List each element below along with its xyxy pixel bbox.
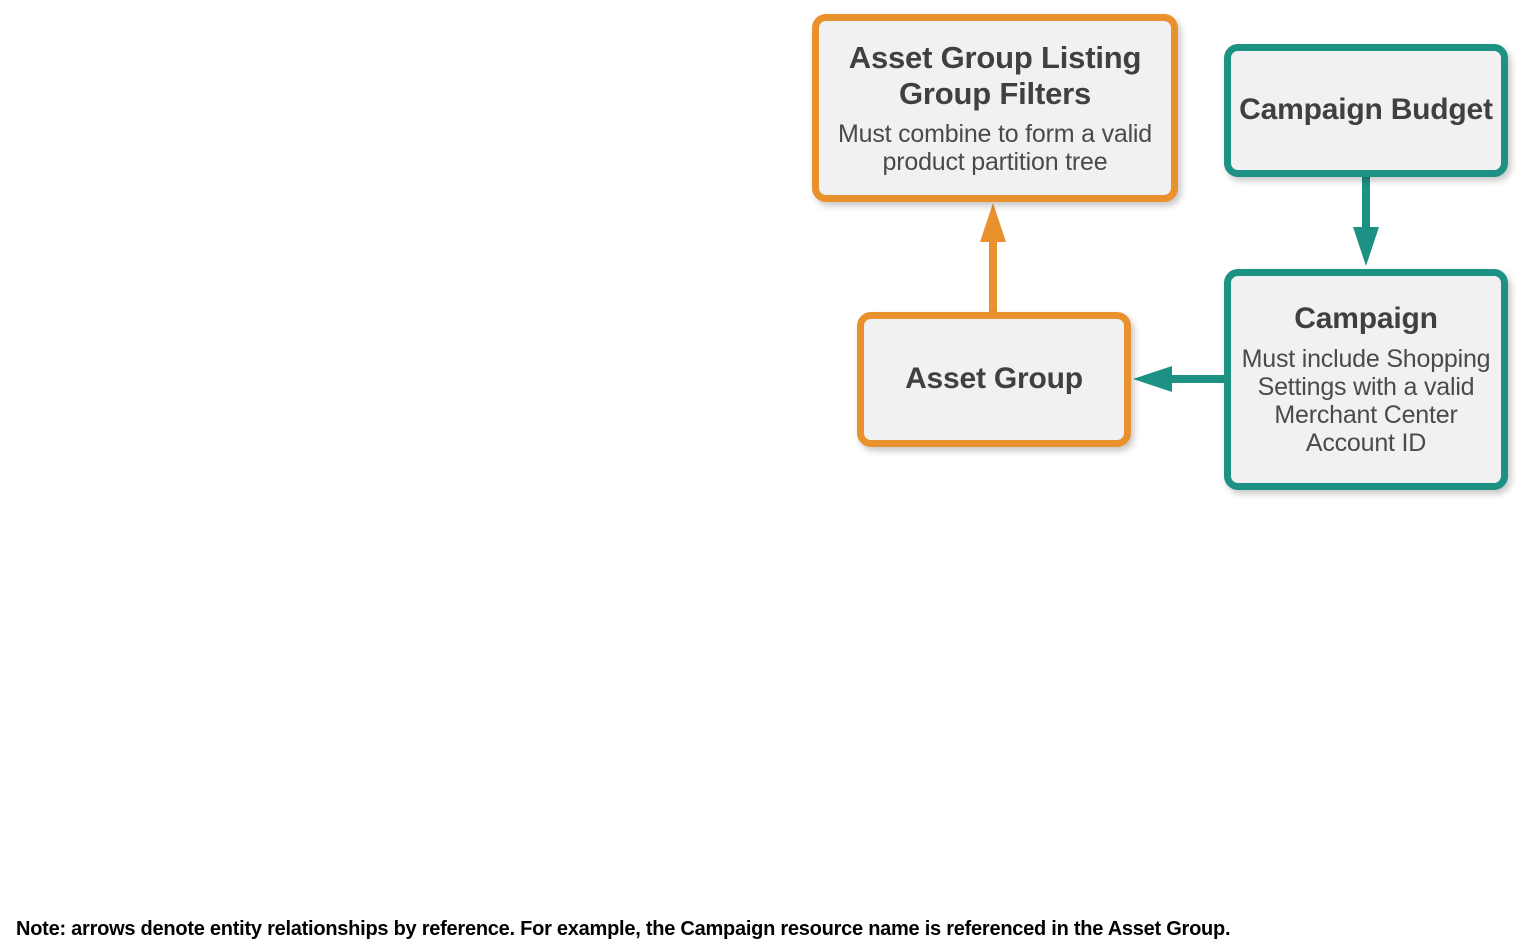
- node-campaign[interactable]: Campaign Must include Shopping Settings …: [1224, 269, 1508, 490]
- arrowhead-left-teal: [1133, 366, 1172, 392]
- edge-campaign-to-asset-group: [1133, 366, 1224, 392]
- node-title-asset-group-listing-group-filters: Asset Group Listing Group Filters: [848, 40, 1142, 111]
- node-title-asset-group: Asset Group: [905, 362, 1083, 396]
- diagram-footnote: Note: arrows denote entity relationships…: [16, 918, 1231, 940]
- node-subtitle-campaign: Must include Shopping Settings with a va…: [1241, 344, 1491, 457]
- node-title-campaign-budget: Campaign Budget: [1239, 93, 1493, 127]
- node-title-campaign: Campaign: [1294, 302, 1438, 336]
- edge-asset-group-to-listing-group-filters: [980, 203, 1006, 312]
- node-asset-group-listing-group-filters[interactable]: Asset Group Listing Group Filters Must c…: [812, 14, 1178, 202]
- node-asset-group[interactable]: Asset Group: [857, 312, 1131, 447]
- edge-campaign-budget-to-campaign: [1353, 177, 1379, 266]
- arrowhead-down-teal: [1353, 227, 1379, 266]
- node-subtitle-asset-group-listing-group-filters: Must combine to form a valid product par…: [838, 119, 1152, 176]
- arrowhead-up-orange: [980, 203, 1006, 242]
- node-campaign-budget[interactable]: Campaign Budget: [1224, 44, 1508, 177]
